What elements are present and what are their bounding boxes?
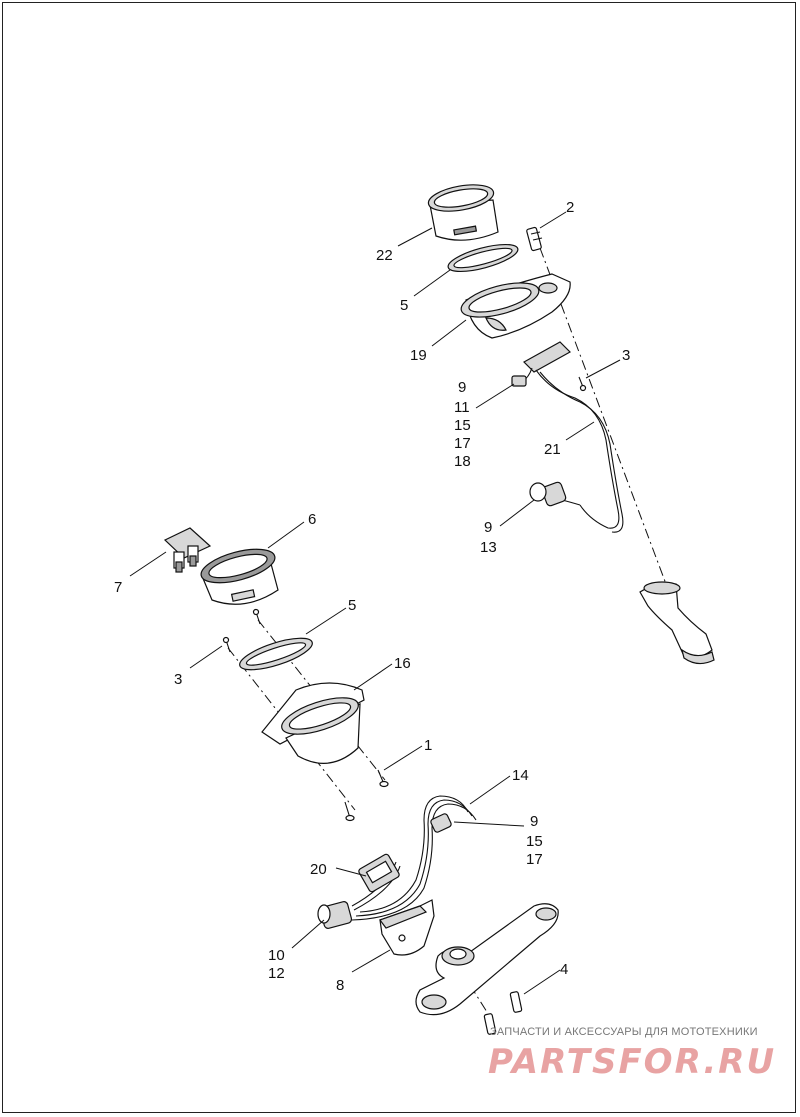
callout-7: 7 xyxy=(114,579,122,596)
callout-9-mid: 9 xyxy=(484,519,492,536)
part-16-gauge-cup xyxy=(261,682,365,764)
callout-19: 19 xyxy=(410,347,427,364)
part-14-wiring-harness xyxy=(317,795,477,929)
part-6-gauge xyxy=(200,548,279,605)
callout-1: 1 xyxy=(424,737,432,754)
axis-upper xyxy=(539,247,673,601)
callout-2: 2 xyxy=(566,199,574,216)
part-22-gauge-cap xyxy=(427,184,499,241)
callout-4: 4 xyxy=(560,961,568,978)
callout-17-upper: 17 xyxy=(454,435,471,452)
callout-18: 18 xyxy=(454,453,471,470)
part-3-small-screw-lower xyxy=(222,608,261,653)
watermark-tagline: ЗАПЧАСТИ И АКСЕССУАРЫ ДЛЯ МОТОТЕХНИКИ xyxy=(490,1026,758,1038)
callout-21: 21 xyxy=(544,441,561,458)
part-4-bolt xyxy=(483,991,523,1035)
part-7-bulb-socket xyxy=(163,527,212,573)
part-5-seal-ring-lower xyxy=(239,637,313,671)
callout-11: 11 xyxy=(454,399,470,416)
callout-13: 13 xyxy=(480,539,497,556)
callout-3-lower: 3 xyxy=(174,671,182,688)
callout-14: 14 xyxy=(512,767,529,784)
callout-10: 10 xyxy=(268,947,285,964)
callout-15-lower: 15 xyxy=(526,833,543,850)
part-handlebar-clamp xyxy=(415,903,559,1016)
callout-9-lower: 9 xyxy=(530,813,538,830)
callout-9-upper: 9 xyxy=(458,379,466,396)
callout-5-lower: 5 xyxy=(348,597,356,614)
watermark-logo: PARTSFOR.RU xyxy=(488,1042,777,1082)
callout-20: 20 xyxy=(310,861,327,878)
callout-16: 16 xyxy=(394,655,411,672)
callout-3-upper: 3 xyxy=(622,347,630,364)
callout-12: 12 xyxy=(268,965,285,982)
part-2-screw xyxy=(526,226,543,252)
part-5-seal-ring-upper xyxy=(447,243,519,273)
callout-15-upper: 15 xyxy=(454,417,471,434)
part-handlebar-riser xyxy=(639,581,715,665)
watermark: ЗАПЧАСТИ И АКСЕССУАРЫ ДЛЯ МОТОТЕХНИКИ PA… xyxy=(470,1018,790,1108)
part-8-clip-bracket xyxy=(379,899,435,956)
callout-22: 22 xyxy=(376,247,393,264)
part-1-screw xyxy=(344,769,389,822)
callout-6: 6 xyxy=(308,511,316,528)
part-21-wiring-harness xyxy=(511,341,624,533)
part-3-small-screw-upper xyxy=(578,376,587,392)
callout-5-upper: 5 xyxy=(400,297,408,314)
callout-8: 8 xyxy=(336,977,344,994)
callout-17-lower: 17 xyxy=(526,851,543,868)
part-19-gauge-housing xyxy=(460,273,571,339)
